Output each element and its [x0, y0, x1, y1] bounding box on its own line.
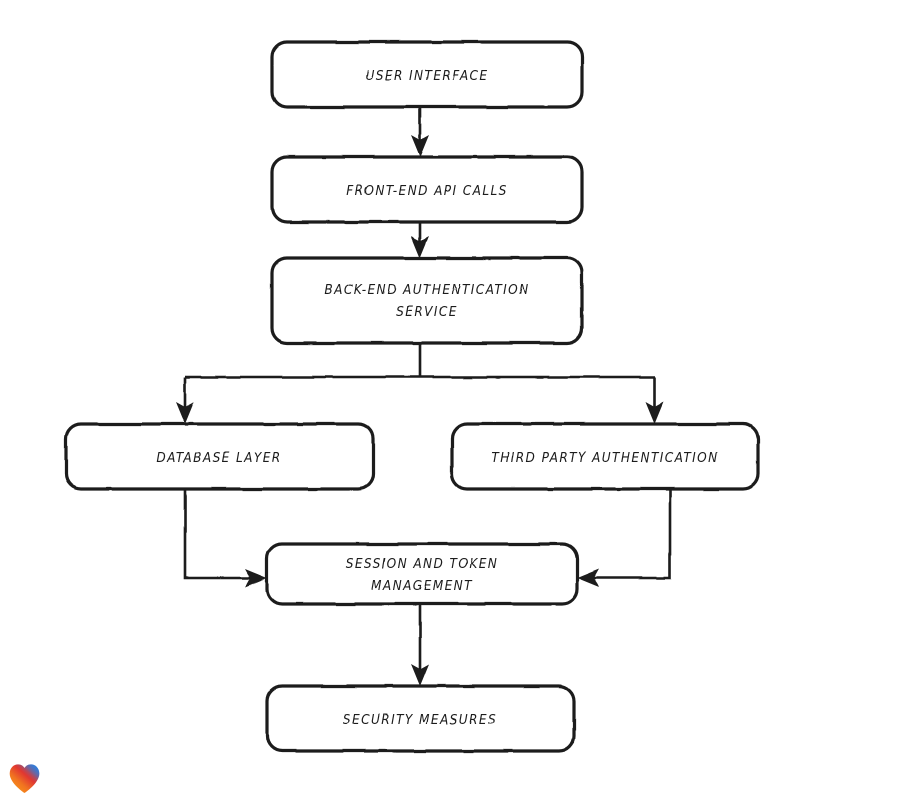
node-label-front-end-api-calls: FRONT-END API CALLS	[346, 183, 508, 199]
node-security-measures[interactable]: SECURITY MEASURES	[265, 684, 576, 753]
heart-icon	[9, 764, 40, 793]
node-box-front-end-api-calls	[270, 155, 584, 224]
edge-backend-to-database	[176, 377, 194, 424]
edge-ui-to-api	[411, 107, 429, 157]
node-box-third-party-auth	[450, 422, 760, 491]
node-front-end-api-calls[interactable]: FRONT-END API CALLS	[270, 155, 584, 224]
node-box-back-end-auth	[270, 256, 584, 345]
edge-backend-branch-stem	[185, 343, 655, 379]
edge-api-to-backend	[411, 222, 429, 258]
node-label-third-party-auth: THIRD PARTY AUTHENTICATION	[491, 450, 718, 466]
node-box-database-layer	[64, 422, 375, 491]
node-label-back-end-auth-line2: SERVICE	[396, 304, 458, 320]
node-label-security-measures: SECURITY MEASURES	[343, 712, 497, 728]
node-database-layer[interactable]: DATABASE LAYER	[64, 422, 375, 491]
node-label-session-token-line2: MANAGEMENT	[371, 578, 473, 594]
node-user-interface[interactable]: USER INTERFACE	[270, 40, 584, 109]
heart-icon-overlay	[9, 764, 40, 793]
node-box-user-interface	[270, 40, 584, 109]
node-label-back-end-auth-line1: BACK-END AUTHENTICATION	[324, 282, 529, 298]
edge-thirdparty-to-session	[577, 489, 672, 587]
edges-group	[176, 107, 672, 686]
node-label-database-layer: DATABASE LAYER	[156, 450, 281, 466]
edge-backend-to-thirdparty	[646, 377, 664, 424]
node-label-session-token-line1: SESSION AND TOKEN	[346, 556, 499, 572]
node-box-session-token	[265, 542, 579, 606]
edge-database-to-session	[183, 489, 267, 587]
node-label-user-interface: USER INTERFACE	[365, 68, 488, 84]
node-third-party-auth[interactable]: THIRD PARTY AUTHENTICATION	[450, 422, 760, 491]
node-back-end-auth[interactable]: BACK-END AUTHENTICATION SERVICE	[270, 256, 584, 345]
node-box-security-measures	[265, 684, 576, 753]
edge-session-to-security	[411, 604, 429, 686]
node-session-token[interactable]: SESSION AND TOKEN MANAGEMENT	[265, 542, 579, 606]
